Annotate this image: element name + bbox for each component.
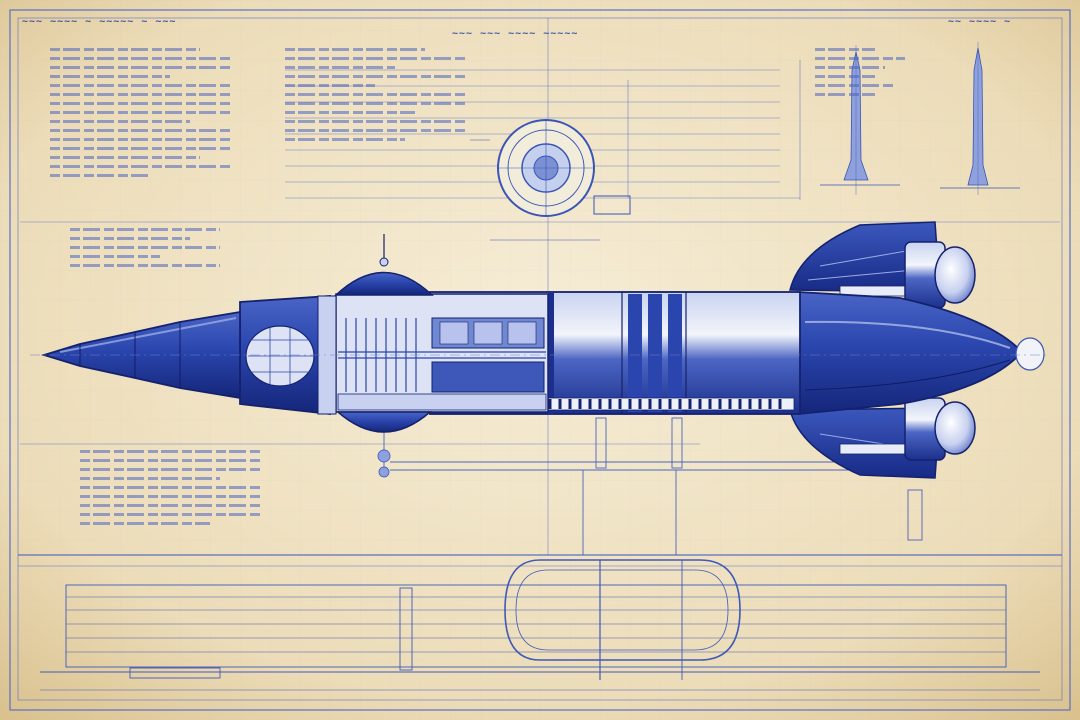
support-structure [377, 417, 923, 555]
title-block-top-right: ~~ ~~~~ ~ [948, 16, 1012, 27]
rocket-main-drawing [30, 221, 1050, 479]
spec-block-left-middle [70, 228, 220, 273]
spec-block-top-center [285, 48, 465, 147]
bottom-elevation-drawing [40, 559, 1040, 691]
spec-block-bottom-left [80, 450, 260, 531]
hatch-detail-drawing [470, 119, 631, 241]
spec-block-top-right [815, 48, 1025, 102]
drawing-border [9, 9, 1071, 711]
title-block-top-left: ~~~ ~~~~ ~ ~~~~~ ~ ~~~ [22, 16, 177, 27]
heading-top-center: ~~~ ~~~ ~~~~ ~~~~~ [452, 28, 579, 39]
spec-block-top-left [50, 48, 230, 183]
